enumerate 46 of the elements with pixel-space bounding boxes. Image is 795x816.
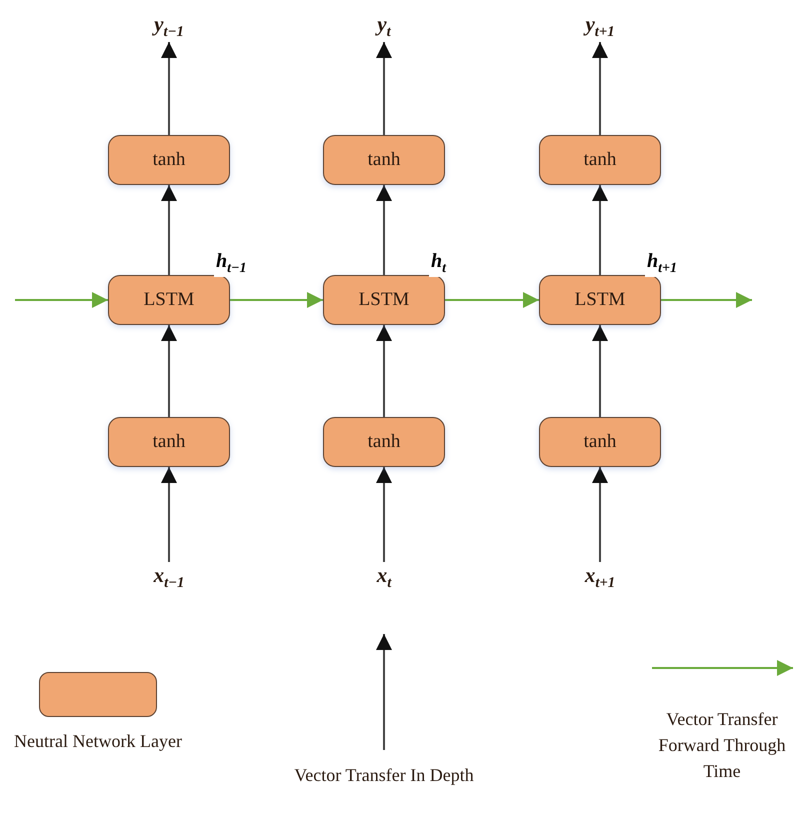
layer-box [323,275,445,325]
edge-label: h$_{t+1}$ [645,250,679,277]
arrow [230,292,323,308]
arrow [376,325,392,417]
layer-box [108,417,230,467]
layer-box [539,275,661,325]
arrow [161,42,177,135]
arrow [592,325,608,417]
legend-label: Vector Transfer Forward Through Time [657,708,787,784]
layer-box [539,135,661,185]
arrow [445,292,539,308]
arrow [376,42,392,135]
layer-box [323,417,445,467]
arrow [161,467,177,562]
edge-label: h$_{t−1}$ [214,250,248,277]
arrow [661,292,752,308]
layer-name: LSTM [358,289,410,311]
variable-label: x$_{t+1}$ [570,562,630,594]
variable-label: y$_{t−1}$ [139,12,199,42]
layer-name: tanh [584,149,616,171]
variable-label: x$_{t}$ [354,562,414,594]
layer-name: tanh [368,431,400,453]
legend-label: Neutral Network Layer [13,730,183,753]
legend-label: Vector Transfer In Depth [293,764,475,787]
arrow [592,42,608,135]
layer-box [323,135,445,185]
arrow [376,185,392,275]
layer-box [108,135,230,185]
variable-label: x$_{t−1}$ [139,562,199,594]
arrow [592,467,608,562]
layer-name: tanh [152,149,186,171]
arrow [15,292,108,308]
arrow [161,185,177,275]
arrow [161,325,177,417]
layer-box [539,417,661,467]
layer-name: tanh [152,431,186,453]
layer-box [108,275,230,325]
variable-label: y$_{t}$ [354,12,414,42]
arrow [376,467,392,562]
layer-name: LSTM [144,289,194,311]
layer-name: tanh [368,149,400,171]
layer-name: tanh [584,431,616,453]
variable-label: y$_{t+1}$ [570,12,630,42]
edge-label: h$_{t}$ [429,250,448,277]
layer-name: LSTM [574,289,626,311]
arrow [592,185,608,275]
